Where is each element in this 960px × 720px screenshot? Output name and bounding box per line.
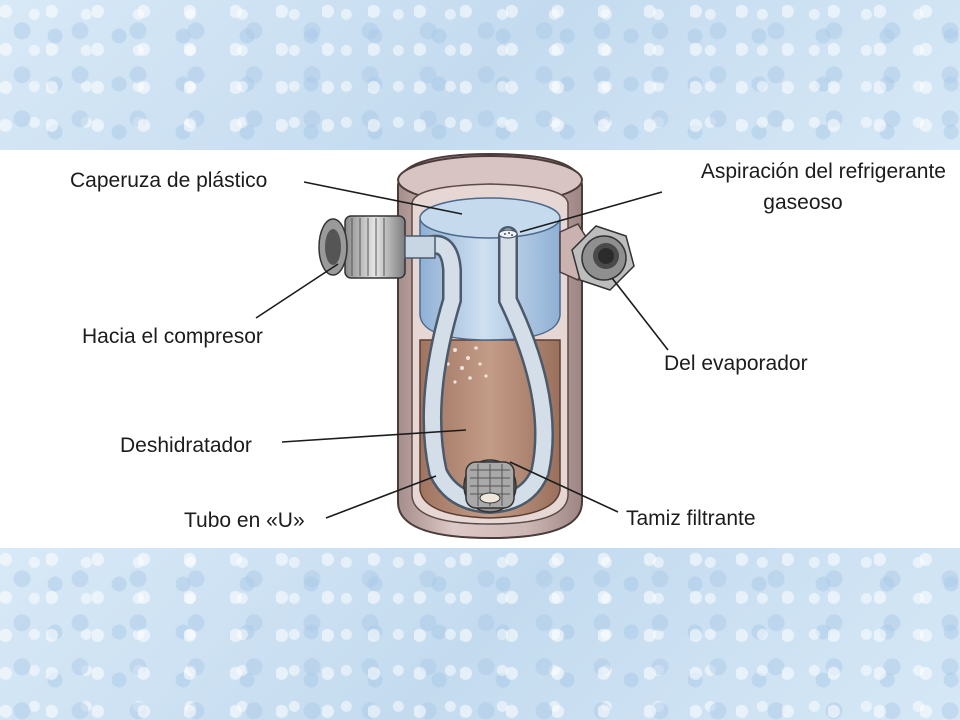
filter-screen (463, 459, 517, 513)
label-tubo-u: Tubo en «U» (184, 509, 305, 532)
background-texture-top (0, 0, 960, 150)
label-aspiracion-line1: Aspiración del refrigerante (701, 160, 946, 183)
label-deshidratador: Deshidratador (120, 434, 252, 457)
background-texture-bottom (0, 548, 960, 720)
leader-lines (255, 181, 669, 519)
label-caperuza: Caperuza de plástico (70, 169, 267, 192)
label-tamiz: Tamiz filtrante (626, 507, 756, 530)
desiccant-body (419, 339, 561, 519)
label-compresor: Hacia el compresor (82, 325, 263, 348)
label-aspiracion-line2: gaseoso (763, 191, 842, 214)
outlet-fitting-left (318, 215, 436, 279)
u-tube (422, 226, 554, 515)
accumulator-diagram: Caperuza de plástico Aspiración del refr… (70, 152, 946, 540)
inlet-fitting-right (559, 223, 635, 291)
label-evaporador: Del evaporador (664, 352, 808, 375)
